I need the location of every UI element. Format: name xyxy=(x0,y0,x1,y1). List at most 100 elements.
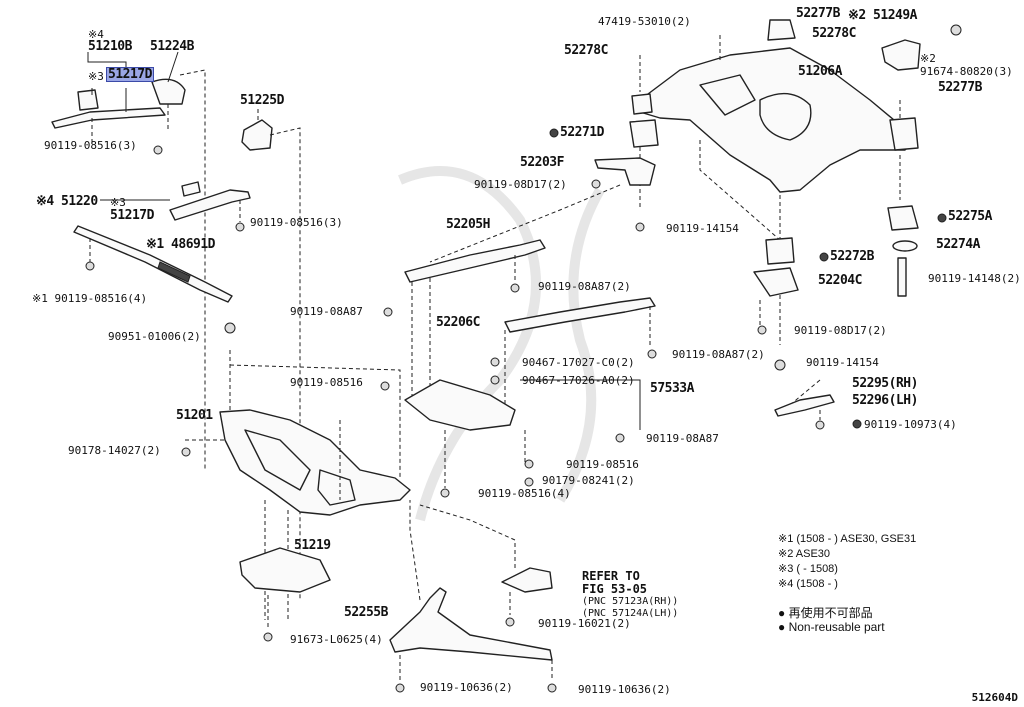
non-reusable-dot-icon xyxy=(549,128,559,138)
bolt-icon xyxy=(153,145,163,155)
reference-note[interactable]: REFER TO FIG 53-05 (PNC 57123A(RH)) (PNC… xyxy=(582,570,678,620)
bracket-51220 xyxy=(100,181,251,222)
member-52205H xyxy=(404,239,546,400)
bracket-51225D xyxy=(241,108,301,600)
part-label-51206A[interactable]: 51206A xyxy=(798,64,842,79)
part-label-90951-01006[interactable]: 90951-01006(2) xyxy=(108,330,201,343)
part-label-52277B-a[interactable]: 52277B xyxy=(796,6,840,21)
bolt-icon xyxy=(383,307,393,317)
reference-pnc-rh: (PNC 57123A(RH)) xyxy=(582,596,679,607)
bushing-52275A xyxy=(887,205,919,297)
part-label-51249A[interactable]: ※2 51249A xyxy=(848,8,918,23)
reference-title-2: FIG 53-05 xyxy=(582,582,648,596)
bolt-icon xyxy=(774,359,786,371)
part-label-52205H[interactable]: 52205H xyxy=(446,217,490,232)
part-label-90119-10636-a[interactable]: 90119-10636(2) xyxy=(420,681,513,694)
part-label-90119-14148[interactable]: 90119-14148(2) xyxy=(928,272,1021,285)
part-label-51201[interactable]: 51201 xyxy=(176,408,213,423)
part-label-48691D[interactable]: ※1 48691D xyxy=(146,237,216,252)
part-label-90179-08241[interactable]: 90179-08241(2) xyxy=(542,474,635,487)
bolt-icon xyxy=(85,261,95,271)
bolt-icon xyxy=(505,617,515,627)
dashed-guides-rear xyxy=(429,35,901,420)
part-label-90119-08A87-a[interactable]: 90119-08A87 xyxy=(290,305,363,318)
part-label-52295-rh[interactable]: 52295(RH) xyxy=(852,376,918,391)
part-label-90119-14154-b[interactable]: 90119-14154 xyxy=(806,356,879,369)
part-label-90119-08516-3[interactable]: 90119-08516(3) xyxy=(44,139,137,152)
member-52206C xyxy=(504,297,656,420)
bolt-icon xyxy=(615,433,625,443)
part-label-91674-80820[interactable]: 91674-80820(3) xyxy=(920,65,1013,78)
non-reusable-dot-icon xyxy=(819,252,829,262)
part-label-52275A[interactable]: 52275A xyxy=(948,209,992,224)
part-label-52296-lh[interactable]: 52296(LH) xyxy=(852,393,918,408)
part-label-51217D-b[interactable]: 51217D xyxy=(110,208,154,223)
bolt-icon xyxy=(815,420,825,430)
part-label-52277B-b[interactable]: 52277B xyxy=(938,80,982,95)
part-label-90119-08D17-a[interactable]: 90119-08D17(2) xyxy=(474,178,567,191)
part-label-90119-10636-b[interactable]: 90119-10636(2) xyxy=(578,683,671,696)
stabilizer-link-48691D xyxy=(73,225,233,303)
bolt-icon xyxy=(380,381,390,391)
bracket-51249A xyxy=(881,24,962,71)
note-mark-4: ※4 xyxy=(88,28,104,41)
mount-52271D xyxy=(629,119,659,148)
note-mark-3b: ※3 xyxy=(110,196,126,209)
part-label-52278C-a[interactable]: 52278C xyxy=(564,43,608,58)
part-label-51210B[interactable]: 51210B xyxy=(88,39,132,54)
note-mark-2: ※2 xyxy=(920,52,936,65)
part-label-90119-16021[interactable]: 90119-16021(2) xyxy=(538,617,631,630)
part-label-90119-08A87-2b[interactable]: 90119-08A87(2) xyxy=(672,348,765,361)
reference-pnc-lh: (PNC 57124A(LH)) xyxy=(582,608,679,619)
bolt-icon xyxy=(635,222,645,232)
part-label-47419-53010[interactable]: 47419-53010(2) xyxy=(598,15,691,28)
part-label-90119-08516-3b[interactable]: 90119-08516(3) xyxy=(250,216,343,229)
part-label-51225D[interactable]: 51225D xyxy=(240,93,284,108)
plate-57533A xyxy=(404,357,641,488)
part-label-90467-17026[interactable]: 90467-17026-A0(2) xyxy=(522,374,635,387)
bushing-52272B xyxy=(765,237,795,265)
part-label-90467-17027[interactable]: 90467-17027-C0(2) xyxy=(522,356,635,369)
part-label-52278C-b[interactable]: 52278C xyxy=(812,26,856,41)
cover-51219 xyxy=(239,547,331,630)
subframe-51206A xyxy=(631,19,919,193)
part-label-51220[interactable]: ※4 51220 xyxy=(36,194,98,209)
part-label-52203F[interactable]: 52203F xyxy=(520,155,564,170)
part-label-51224B[interactable]: 51224B xyxy=(150,39,194,54)
applicability-note-2: ※2 ASE30 xyxy=(778,548,831,560)
part-label-52271D[interactable]: 52271D xyxy=(560,125,604,140)
leader-lines-top-left xyxy=(87,51,206,470)
bolt-icon xyxy=(510,283,520,293)
part-label-90178-14027[interactable]: 90178-14027(2) xyxy=(68,444,161,457)
part-label-90119-14154-a[interactable]: 90119-14154 xyxy=(666,222,739,235)
part-label-90119-08D17-b[interactable]: 90119-08D17(2) xyxy=(794,324,887,337)
reference-title-1: REFER TO xyxy=(582,569,640,583)
part-label-90119-08516-4b[interactable]: 90119-08516(4) xyxy=(478,487,571,500)
part-label-90119-08A87-2a[interactable]: 90119-08A87(2) xyxy=(538,280,631,293)
bolt-icon xyxy=(591,179,601,189)
part-label-52274A[interactable]: 52274A xyxy=(936,237,980,252)
bolt-icon xyxy=(524,477,534,487)
bolt-icon xyxy=(181,447,191,457)
legend-japanese: ● 再使用不可部品 xyxy=(778,606,873,620)
bolt-icon xyxy=(224,322,236,334)
non-reusable-dot-icon xyxy=(852,419,862,429)
arm-52255B xyxy=(389,500,553,680)
part-label-51217D-highlight[interactable]: 51217D xyxy=(106,67,154,82)
part-label-52206C[interactable]: 52206C xyxy=(436,315,480,330)
legend-english: ● Non-reusable part xyxy=(778,620,885,634)
part-label-90119-10973[interactable]: 90119-10973(4) xyxy=(864,418,957,431)
part-label-90119-08516-c[interactable]: 90119-08516 xyxy=(290,376,363,389)
part-label-51219[interactable]: 51219 xyxy=(294,538,331,553)
part-label-52255B[interactable]: 52255B xyxy=(344,605,388,620)
part-label-57533A[interactable]: 57533A xyxy=(650,381,694,396)
part-label-52204C[interactable]: 52204C xyxy=(818,273,862,288)
part-label-90119-08516-4[interactable]: ※1 90119-08516(4) xyxy=(32,292,148,305)
applicability-note-3: ※3 ( - 1508) xyxy=(778,563,838,575)
part-label-90119-08A87-b[interactable]: 90119-08A87 xyxy=(646,432,719,445)
subframe-51201 xyxy=(185,350,411,620)
part-label-52272B[interactable]: 52272B xyxy=(830,249,874,264)
part-label-90119-08516-d[interactable]: 90119-08516 xyxy=(566,458,639,471)
part-label-91673-L0625[interactable]: 91673-L0625(4) xyxy=(290,633,383,646)
